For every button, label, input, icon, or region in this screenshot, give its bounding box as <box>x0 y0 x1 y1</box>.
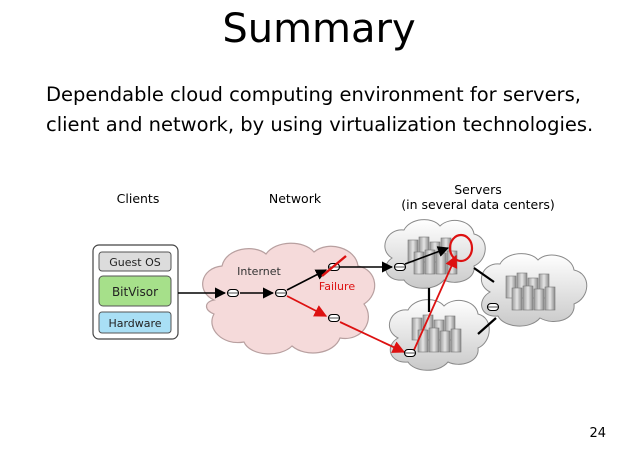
client-machine: Guest OS BitVisor Hardware <box>92 244 179 340</box>
clients-label: Clients <box>116 191 160 206</box>
internet-label: Internet <box>237 265 281 278</box>
datacenter-cloud-bottom <box>388 299 490 371</box>
servers-label: Servers (in several data centers) <box>388 182 568 212</box>
red-arrow-to-bottom-datacenter <box>339 321 406 353</box>
bitvisor-label: BitVisor <box>112 285 158 299</box>
router-dc-right <box>486 302 500 312</box>
guest-os-label: Guest OS <box>109 256 160 269</box>
arrow-to-server <box>404 246 450 265</box>
router-dc-bottom <box>403 348 417 358</box>
datacenter-cloud-right <box>480 253 588 327</box>
dc-link-top-right <box>473 267 495 283</box>
servers-label-line1: Servers <box>454 182 502 197</box>
servers-label-line2: (in several data centers) <box>401 197 555 212</box>
internet-cloud: Internet <box>202 242 376 355</box>
page-number: 24 <box>589 426 606 441</box>
slide-body: Dependable cloud computing environment f… <box>46 80 626 140</box>
failed-server-highlight <box>448 233 474 263</box>
datacenter-cloud-top <box>384 219 486 289</box>
arrow-to-failed-router <box>286 269 327 291</box>
slide-title: Summary <box>222 6 416 52</box>
body-line-1: Dependable cloud computing environment f… <box>46 83 581 106</box>
dc-link-bottom-right <box>477 317 497 335</box>
router-internet-3 <box>327 313 341 323</box>
red-arrow-reroute <box>286 295 328 317</box>
red-arrow-to-failed-server <box>413 254 458 351</box>
router-dc-top <box>393 262 407 272</box>
network-label: Network <box>268 191 322 206</box>
failure-cross-icon <box>321 255 347 277</box>
router-internet-2 <box>274 288 288 298</box>
body-line-2: client and network, by using virtualizat… <box>46 113 594 136</box>
hardware-label: Hardware <box>108 317 161 330</box>
failure-label: Failure <box>319 280 355 293</box>
router-internet-1 <box>226 288 240 298</box>
